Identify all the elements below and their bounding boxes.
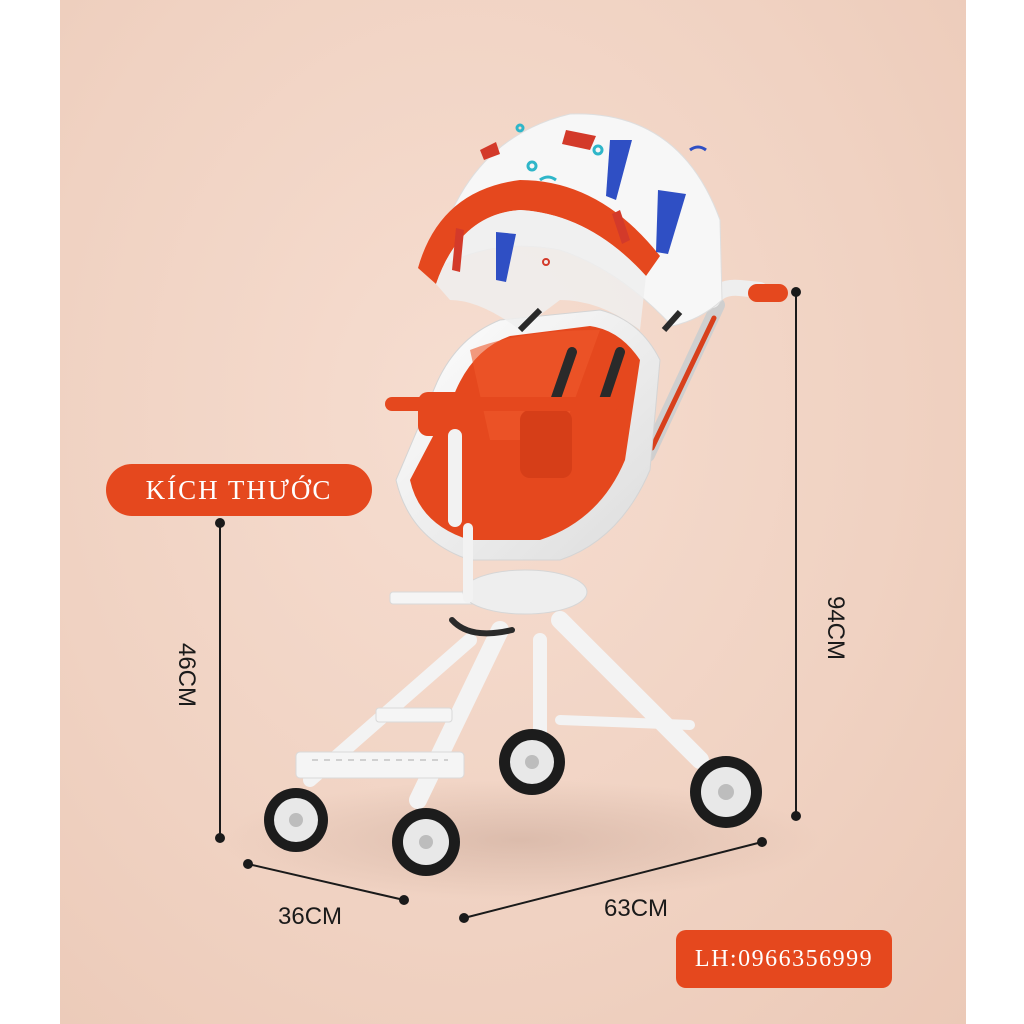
seat-pivot — [462, 569, 588, 615]
wheel-front-right — [392, 808, 460, 876]
length-label: 63CM — [604, 895, 669, 922]
floor-shadow — [220, 780, 820, 900]
wheel-front-left — [264, 788, 328, 852]
dimension-line-width — [243, 859, 409, 905]
dimension-line-seat-height — [215, 518, 225, 843]
width-label: 36CM — [278, 903, 343, 930]
title-badge-label: KÍCH THƯỚC — [145, 474, 333, 505]
dimension-line-length — [459, 837, 767, 923]
wheel-rear-left — [499, 729, 565, 795]
canopy-print — [452, 123, 707, 282]
canopy — [418, 113, 723, 333]
seat-shell — [395, 309, 661, 561]
seat-strap — [449, 617, 515, 637]
contact-badge-label: LH:0966356999 — [694, 945, 874, 972]
contact-badge: LH:0966356999 — [676, 930, 892, 988]
title-badge: KÍCH THƯỚC — [106, 464, 372, 516]
seat-height-label: 46CM — [173, 642, 200, 708]
wheel-rear-right — [690, 756, 762, 828]
dimension-line-total-height — [791, 287, 801, 821]
total-height-label: 94CM — [822, 595, 849, 661]
bumper-bar — [385, 392, 619, 603]
